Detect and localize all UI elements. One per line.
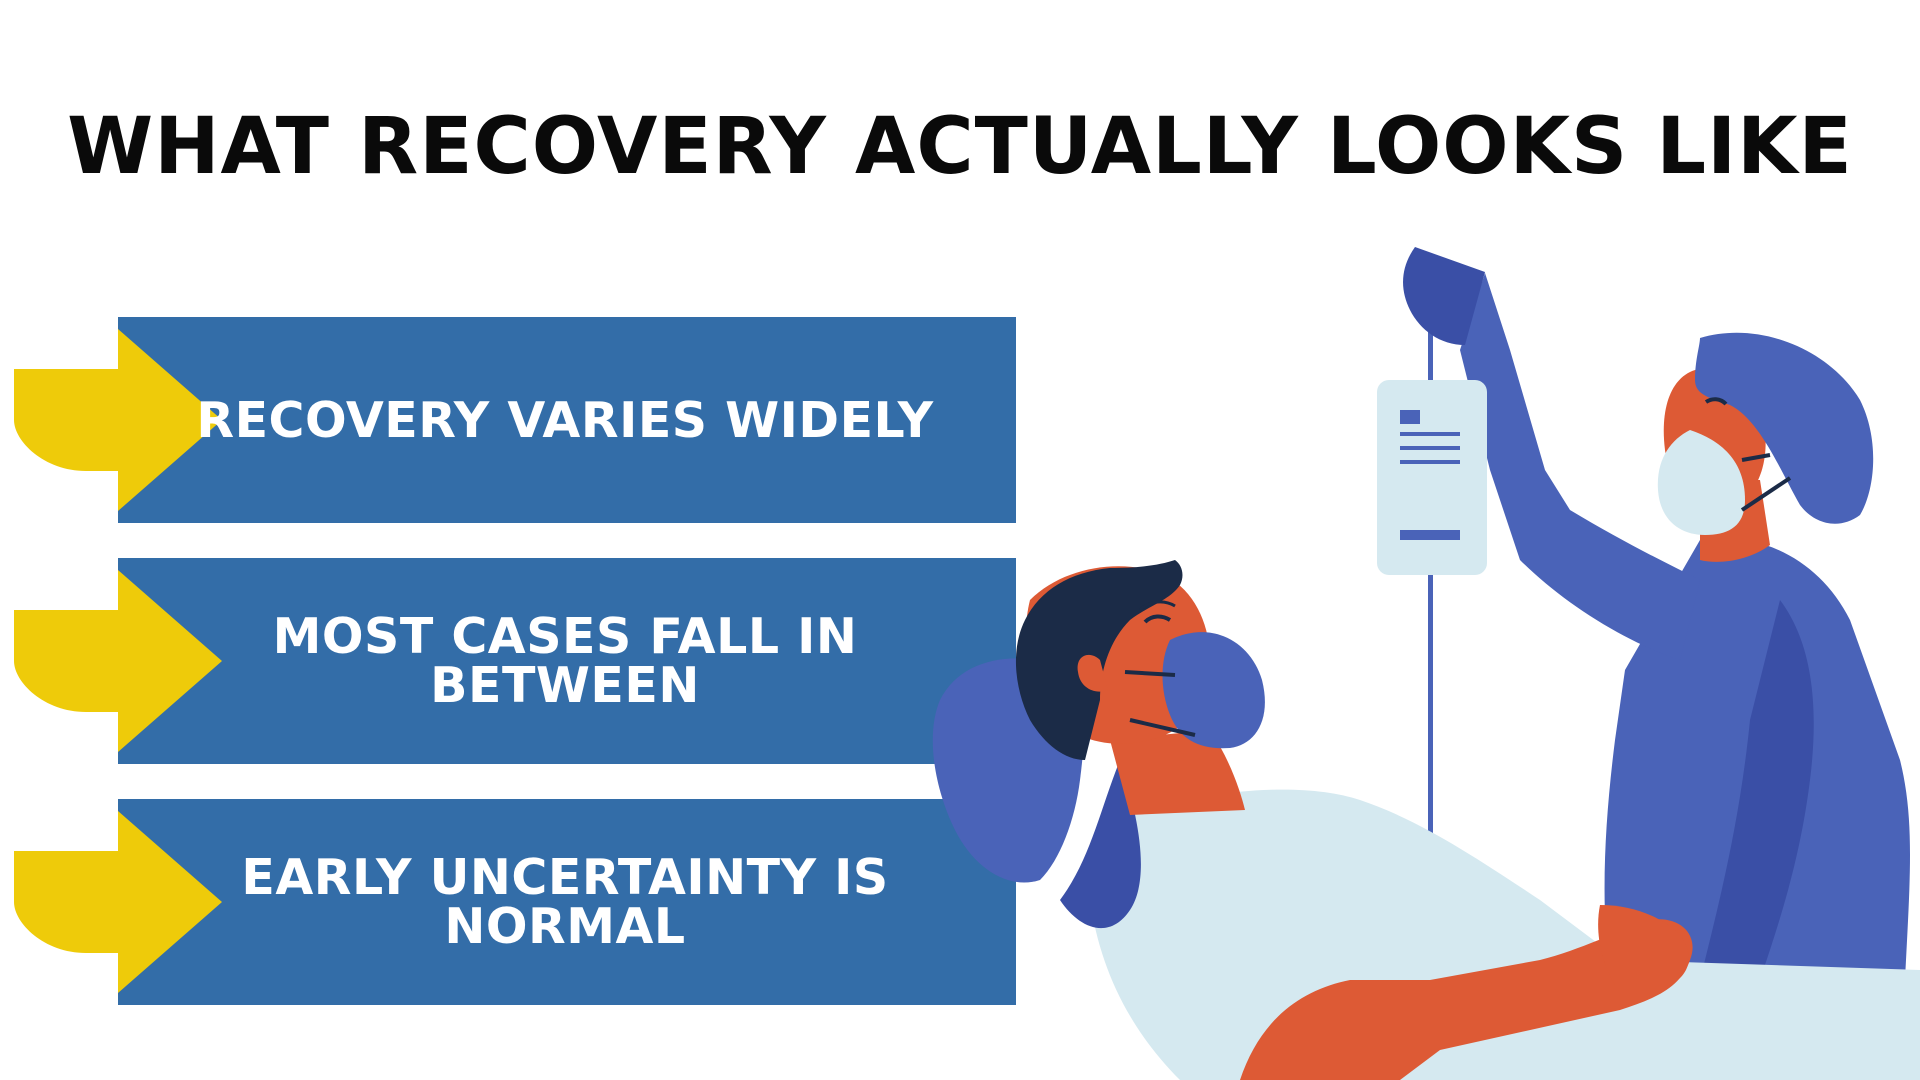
yellow-arrow-icon <box>14 319 234 521</box>
yellow-arrow-icon <box>14 801 234 1003</box>
point-banner-1: RECOVERY VARIES WIDELY <box>0 317 1020 523</box>
iv-bag-label <box>1400 410 1420 424</box>
nurse-cap <box>1695 332 1874 524</box>
patient-neck <box>1110 730 1245 815</box>
blue-banner <box>118 799 1016 1005</box>
arrow-banner-shape <box>14 317 1016 523</box>
nurse-mask <box>1657 430 1745 535</box>
iv-pole <box>1428 320 1433 840</box>
patient-arm <box>1240 919 1693 1080</box>
patient-eye <box>1143 614 1172 624</box>
arrow-banner-shape <box>14 799 1016 1005</box>
patient-ear <box>1077 654 1108 692</box>
iv-bag <box>1377 380 1487 575</box>
nurse-hand-glove <box>1403 247 1485 345</box>
nurse-torso-shade <box>1700 600 1814 980</box>
blue-banner <box>118 558 1016 764</box>
nurse-lower-hand <box>1598 905 1689 985</box>
point-banner-3: EARLY UNCERTAINTY IS NORMAL <box>0 799 1020 1005</box>
patient-oxygen-mask <box>1162 632 1265 749</box>
point-text-1: RECOVERY VARIES WIDELY <box>196 391 934 449</box>
point-banner-2: MOST CASES FALL IN BETWEEN <box>0 558 1020 764</box>
blue-banner <box>118 317 1016 523</box>
nurse-arm <box>1460 273 1700 660</box>
yellow-arrow-icon <box>14 560 234 762</box>
page-title: WHAT RECOVERY ACTUALLY LOOKS LIKE <box>67 102 1853 192</box>
point-text-3: EARLY UNCERTAINTY IS NORMAL <box>241 849 889 955</box>
arrow-banner-shape <box>14 558 1016 764</box>
point-text-2: MOST CASES FALL IN BETWEEN <box>272 608 858 714</box>
